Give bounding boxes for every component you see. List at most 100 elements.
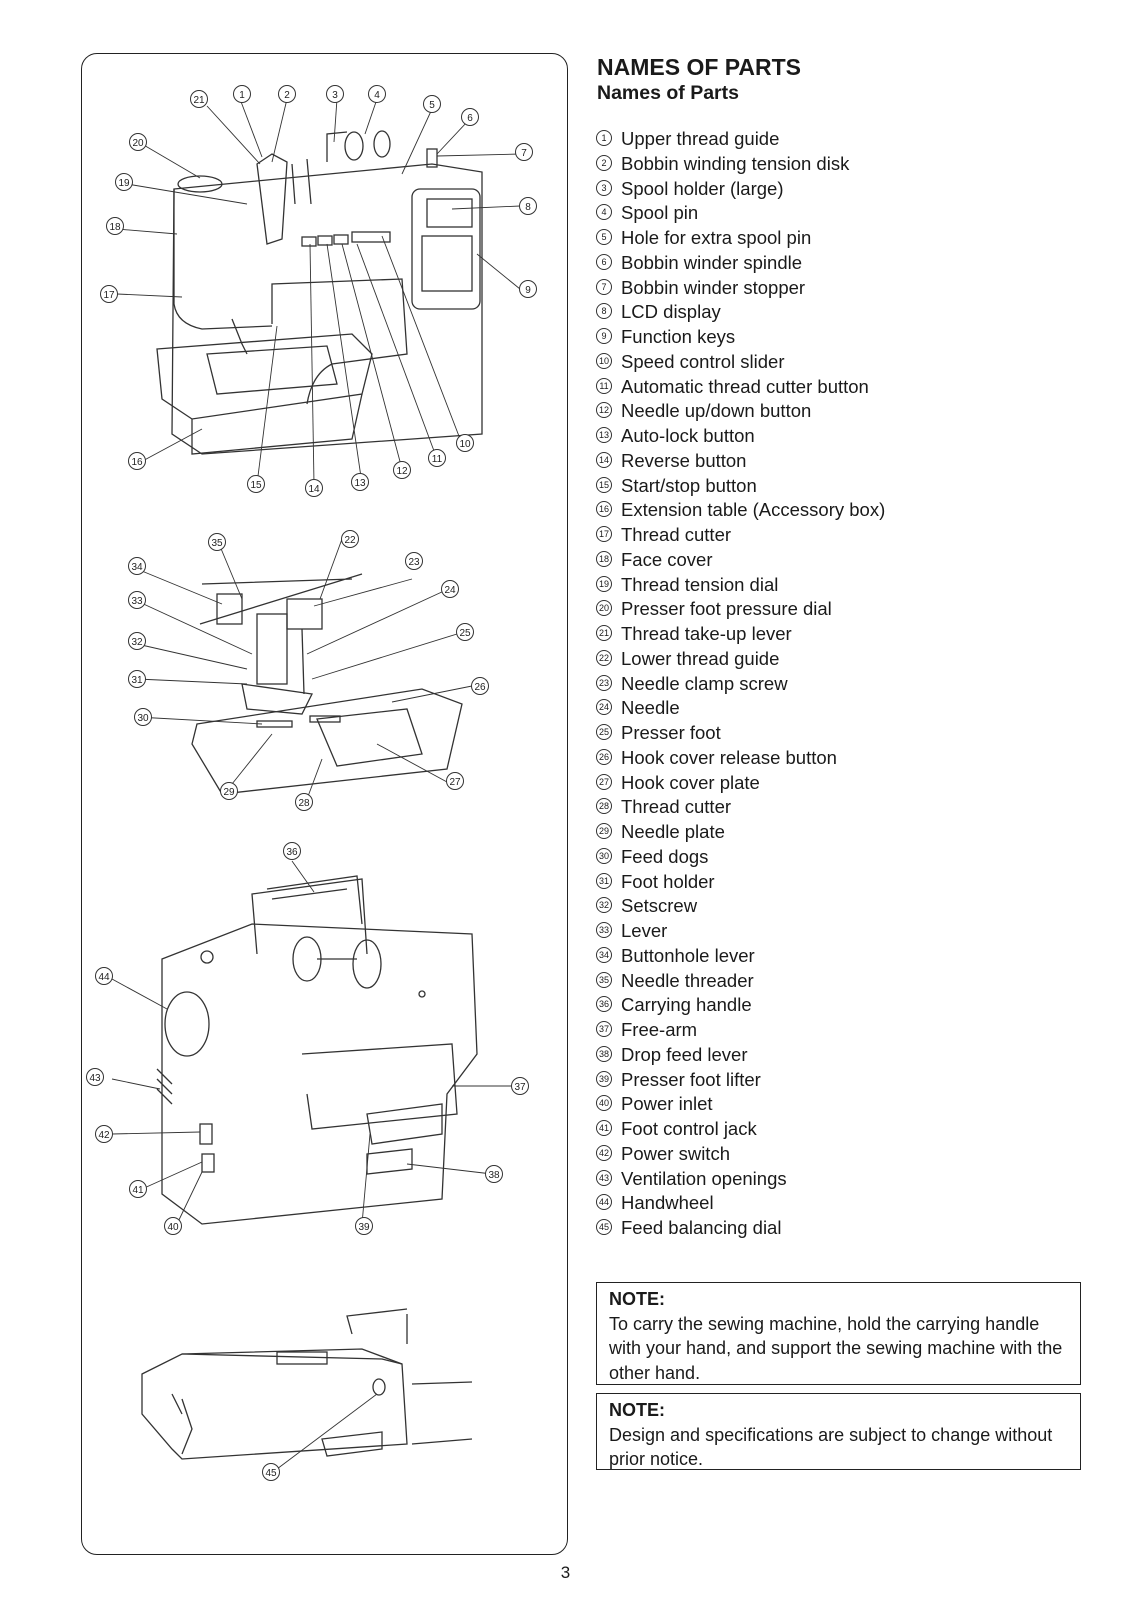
parts-list-item: 14 Reverse button [596, 449, 885, 474]
svg-text:2: 2 [284, 90, 290, 101]
svg-text:21: 21 [193, 95, 205, 106]
callout-leaders [111, 98, 521, 1470]
parts-list-item: 4 Spool pin [596, 201, 885, 226]
part-number-badge: 18 [596, 550, 612, 567]
part-label: Reverse button [621, 449, 747, 471]
part-label: Ventilation openings [621, 1167, 787, 1189]
parts-list-item: 21 Thread take-up lever [596, 622, 885, 647]
part-label: Speed control slider [621, 350, 785, 372]
part-label: Spool pin [621, 202, 699, 224]
callout-8: 8 [519, 197, 537, 215]
part-number-badge: 42 [596, 1144, 612, 1161]
part-number-badge: 33 [596, 922, 612, 939]
part-number-badge: 27 [596, 773, 612, 790]
callout-15: 15 [247, 475, 265, 493]
part-number-badge: 35 [596, 971, 612, 988]
part-label: Hole for extra spool pin [621, 227, 812, 248]
svg-text:5: 5 [429, 100, 435, 111]
sewing-machine-illustrations: 21 1 2 3 4 5 6 7 8 9 20 19 18 17 16 15 1… [86, 85, 537, 1481]
svg-text:9: 9 [525, 285, 531, 296]
callout-numbers: 21 1 2 3 4 5 6 7 8 9 20 19 18 17 16 15 1… [86, 85, 537, 1481]
callout-30: 30 [134, 708, 152, 726]
svg-text:42: 42 [98, 1130, 110, 1141]
callout-37: 37 [511, 1077, 529, 1095]
part-label: Extension table (Accessory box) [621, 499, 886, 521]
svg-text:3: 3 [332, 90, 338, 101]
part-number-badge: 3 [596, 179, 612, 196]
page-number: 3 [560, 1563, 571, 1582]
part-number-badge: 40 [596, 1095, 612, 1112]
callout-38: 38 [485, 1165, 503, 1183]
part-number-badge: 32 [596, 897, 612, 914]
callout-31: 31 [128, 670, 146, 688]
part-label: Lower thread guide [621, 647, 780, 669]
part-label: Automatic thread cutter button [621, 375, 869, 397]
part-label: Presser foot pressure dial [621, 598, 832, 620]
part-number-badge: 21 [596, 625, 612, 642]
parts-list-item: 33 Lever [596, 919, 885, 944]
svg-text:10: 10 [459, 439, 471, 450]
part-number-badge: 4 [596, 204, 612, 221]
parts-list-item: 20 Presser foot pressure dial [596, 597, 885, 622]
parts-list-item: 29 Needle plate [596, 820, 885, 845]
parts-list-item: 22 Lower thread guide [596, 647, 885, 672]
svg-text:29: 29 [223, 787, 235, 798]
feed-balancing-detail-view [141, 1308, 473, 1460]
part-label: Hook cover release button [621, 746, 837, 768]
callout-5: 5 [423, 95, 441, 113]
part-number-badge: 20 [596, 600, 612, 617]
svg-text:1: 1 [239, 90, 245, 101]
note-title: NOTE: [609, 1289, 665, 1309]
svg-text:43: 43 [89, 1073, 101, 1084]
svg-text:25: 25 [459, 628, 471, 639]
parts-list-item: 43 Ventilation openings [596, 1167, 885, 1192]
part-label: Lever [621, 920, 668, 941]
section-subheading: Names of Parts [597, 82, 739, 104]
part-number-badge: 2 [596, 154, 612, 171]
svg-text:44: 44 [98, 972, 110, 983]
part-number-badge: 22 [596, 649, 612, 666]
part-number-badge: 15 [596, 476, 612, 493]
svg-text:28: 28 [298, 798, 310, 809]
callout-45: 45 [262, 1463, 280, 1481]
part-label: Foot holder [621, 870, 715, 892]
callout-7: 7 [515, 143, 533, 161]
part-number-badge: 16 [596, 501, 612, 518]
part-label: Free-arm [621, 1019, 698, 1040]
part-label: Presser foot [621, 722, 721, 743]
part-label: Foot control jack [621, 1118, 757, 1139]
part-label: Thread take-up lever [621, 623, 792, 644]
part-label: Needle [621, 697, 680, 719]
callout-26: 26 [471, 677, 489, 695]
part-number-badge: 26 [596, 748, 612, 765]
part-number-badge: 14 [596, 451, 612, 468]
note-title: NOTE: [609, 1400, 665, 1420]
part-number-badge: 34 [596, 946, 612, 963]
part-number-badge: 6 [596, 253, 612, 270]
machine-back-view [156, 875, 478, 1225]
callout-3: 3 [326, 85, 344, 103]
part-label: Needle plate [621, 821, 725, 842]
part-number-badge: 29 [596, 823, 612, 840]
callout-35: 35 [208, 533, 226, 551]
page-heading: NAMES OF PARTS [597, 54, 802, 80]
part-label: Function keys [621, 326, 736, 347]
svg-text:17: 17 [103, 290, 115, 301]
part-number-badge: 43 [596, 1169, 612, 1186]
callout-18: 18 [106, 217, 124, 235]
callout-25: 25 [456, 623, 474, 641]
part-number-badge: 41 [596, 1120, 612, 1137]
part-number-badge: 23 [596, 674, 612, 691]
callout-41: 41 [129, 1180, 147, 1198]
